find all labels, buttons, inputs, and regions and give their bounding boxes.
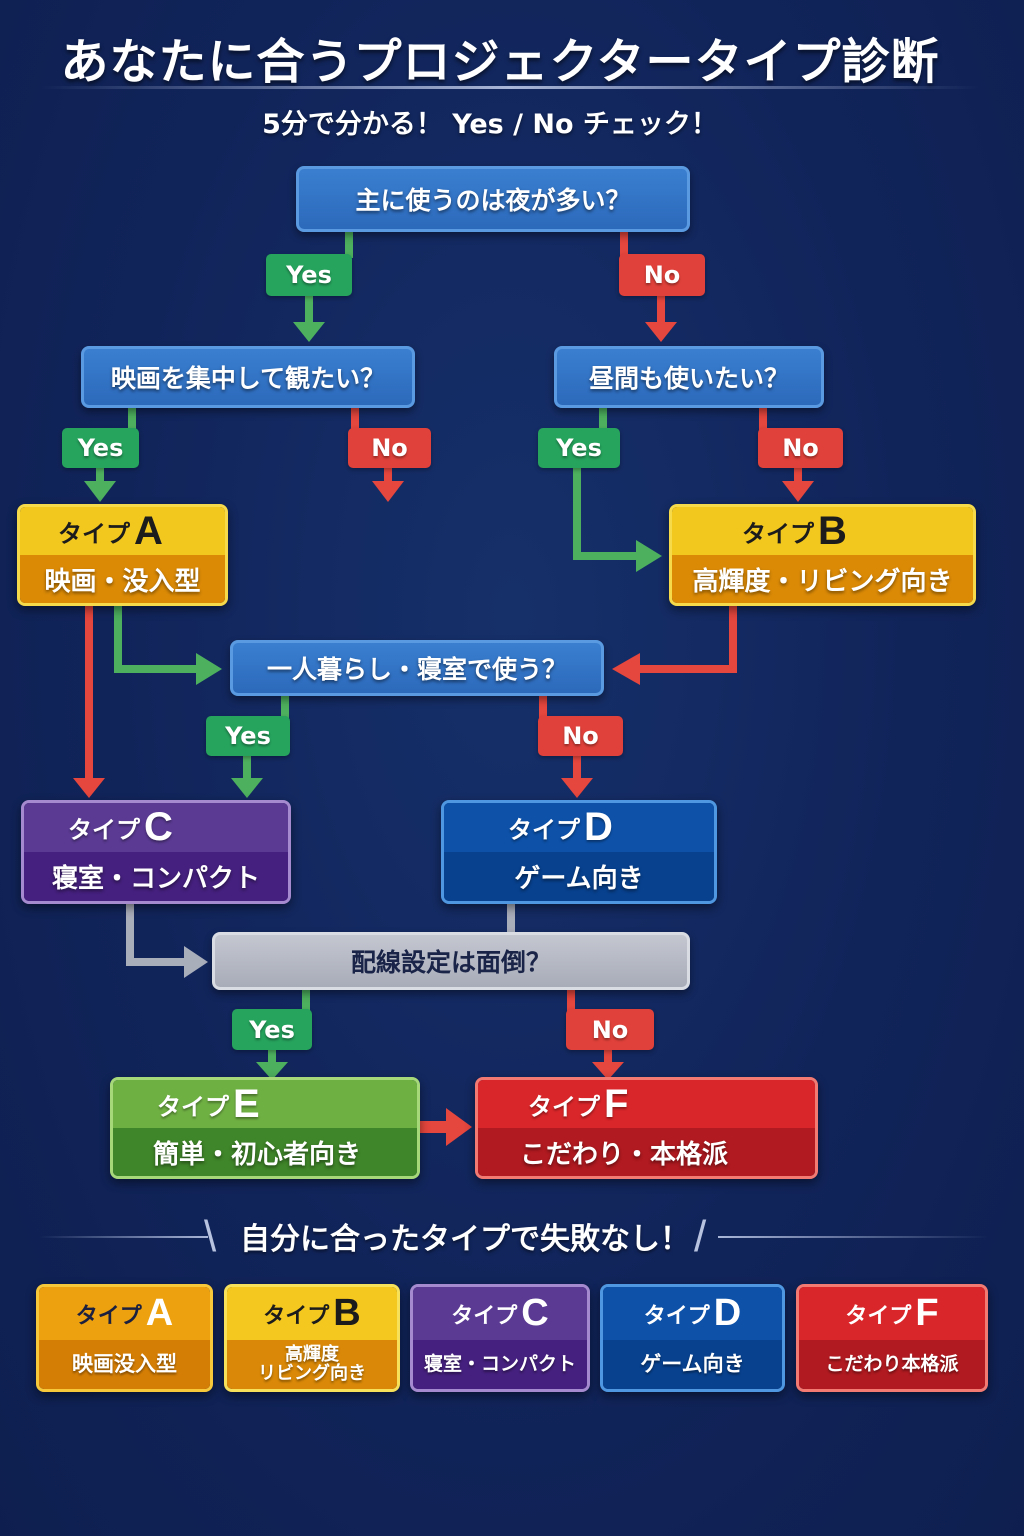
summary-card-d-desc: ゲーム向き xyxy=(640,1352,745,1377)
summary-card-c-prefix: タイプ xyxy=(451,1303,518,1329)
arrowhead-q2-no xyxy=(372,481,404,502)
arrowhead-q2-yes xyxy=(84,481,116,502)
page-title: あなたに合うプロジェクタータイプ診断 xyxy=(60,34,940,90)
result-type-c-prefix: タイプ xyxy=(68,816,140,844)
slogan-right-mark: / xyxy=(694,1212,707,1261)
slogan-divider-left xyxy=(40,1236,208,1238)
question-q3: 昼間も使いたい？ xyxy=(554,346,824,408)
summary-card-b-prefix: タイプ xyxy=(263,1303,330,1329)
arrowhead-q3-no xyxy=(782,481,814,502)
page-subtitle: 5分で分かる！ Yes / No チェック！ xyxy=(262,109,718,140)
yes-label-q5: Yes xyxy=(232,1009,312,1050)
arrowhead-q5-yes xyxy=(256,1062,288,1080)
no-label-q5: No xyxy=(566,1009,654,1050)
question-q2-text: 映画を集中して観たい？ xyxy=(110,364,386,393)
result-type-d-prefix: タイプ xyxy=(508,816,580,844)
summary-card-f-prefix: タイプ xyxy=(845,1303,912,1329)
summary-card-b-desc-1: 高輝度 xyxy=(285,1343,339,1365)
result-type-d-letter: D xyxy=(584,805,613,849)
result-type-b-letter: B xyxy=(818,508,847,553)
slogan-divider-right xyxy=(718,1236,988,1238)
result-type-f-prefix: タイプ xyxy=(528,1092,600,1121)
summary-card-c-desc: 寝室・コンパクト xyxy=(423,1352,576,1375)
arrowhead-q4-no xyxy=(561,778,593,798)
result-type-b-desc: 高輝度・リビング向き xyxy=(692,566,953,597)
arrowhead-a-to-q4 xyxy=(196,653,222,685)
slogan-text: 自分に合ったタイプで失敗なし！ xyxy=(240,1222,690,1257)
result-type-f-desc: こだわり・本格派 xyxy=(520,1139,729,1170)
summary-card-b-desc-2: リビング向き xyxy=(258,1362,366,1384)
result-type-c-desc: 寝室・コンパクト xyxy=(51,864,260,894)
connector-q3-yes-route xyxy=(573,466,640,560)
arrowhead-c-to-q5 xyxy=(184,946,208,978)
result-type-a-letter: A xyxy=(134,508,163,553)
question-q3-text: 昼間も使いたい？ xyxy=(588,364,789,393)
slogan-left-mark: \ xyxy=(204,1212,217,1261)
summary-card-c-letter: C xyxy=(521,1292,549,1335)
summary-card-a-desc: 映画没入型 xyxy=(72,1352,177,1377)
connector-b-to-q4 xyxy=(636,606,737,673)
question-q5-text: 配線設定は面倒？ xyxy=(350,948,551,977)
yes-label-q3: Yes xyxy=(538,428,620,468)
question-q4-text: 一人暮らし・寝室で使う？ xyxy=(266,655,567,684)
result-type-e-desc: 簡単・初心者向き xyxy=(153,1139,362,1170)
summary-card-a-prefix: タイプ xyxy=(75,1303,142,1329)
question-q1-text: 主に使うのは夜が多い？ xyxy=(355,186,631,215)
question-q2: 映画を集中して観たい？ xyxy=(81,346,415,408)
no-label-q4: No xyxy=(538,716,623,756)
question-q5: 配線設定は面倒？ xyxy=(212,932,690,990)
yes-label-q2: Yes xyxy=(62,428,139,468)
arrowhead-q3-yes xyxy=(636,540,662,572)
result-type-b-prefix: タイプ xyxy=(742,519,814,548)
connector-a-to-q4 xyxy=(114,606,200,673)
result-type-e-prefix: タイプ xyxy=(157,1092,229,1121)
summary-card-d-letter: D xyxy=(713,1292,742,1335)
arrowhead-q4-yes xyxy=(231,778,263,798)
question-q4: 一人暮らし・寝室で使う？ xyxy=(230,640,604,696)
title-divider xyxy=(40,86,980,89)
arrowhead-a-to-c xyxy=(73,778,105,798)
arrowhead-q5-no xyxy=(592,1062,624,1080)
yes-label-q4: Yes xyxy=(206,716,290,756)
arrowhead-q1-no xyxy=(645,322,677,342)
arrowhead-b-to-q4 xyxy=(612,653,640,685)
summary-card-f-letter: F xyxy=(915,1292,939,1335)
result-type-a-prefix: タイプ xyxy=(58,519,130,548)
result-type-d-desc: ゲーム向き xyxy=(514,864,644,894)
arrowhead-e-to-f xyxy=(446,1108,472,1146)
question-q1: 主に使うのは夜が多い？ xyxy=(296,166,690,232)
yes-label-q1: Yes xyxy=(266,254,352,296)
result-type-e-letter: E xyxy=(233,1081,260,1126)
no-label-q2: No xyxy=(348,428,431,468)
no-label-q1: No xyxy=(619,254,705,296)
summary-card-d-prefix: タイプ xyxy=(643,1303,710,1329)
result-type-f-letter: F xyxy=(604,1081,629,1126)
summary-card-a-letter: A xyxy=(145,1292,174,1335)
connector-c-to-q5 xyxy=(126,902,188,966)
arrowhead-q1-yes xyxy=(293,322,325,342)
result-type-a-desc: 映画・没入型 xyxy=(44,566,201,597)
result-type-c-letter: C xyxy=(144,805,173,849)
summary-card-b-letter: B xyxy=(333,1292,361,1335)
no-label-q3: No xyxy=(758,428,843,468)
summary-card-f-desc: こだわり本格派 xyxy=(825,1352,959,1375)
